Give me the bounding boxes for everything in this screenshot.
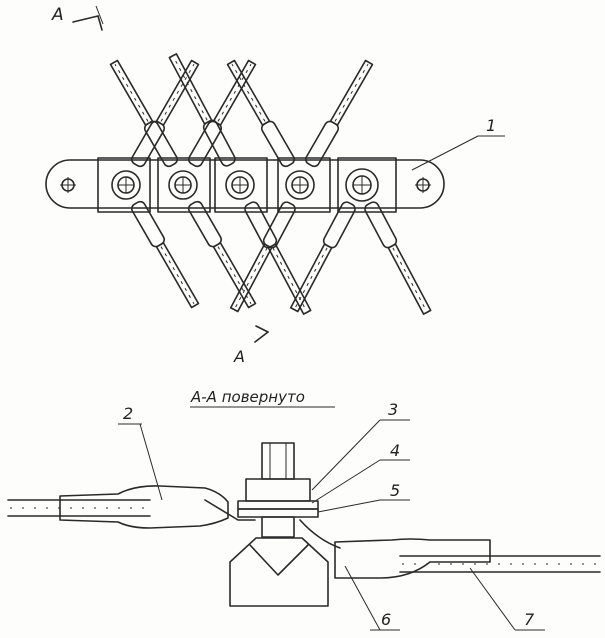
- callout-6: 6: [344, 565, 400, 631]
- screw-heads: [111, 168, 379, 202]
- left-wire: [7, 485, 256, 529]
- callout-6-label: 6: [381, 610, 391, 629]
- connector-sleeves: [109, 53, 432, 315]
- callout-1: 1: [411, 116, 505, 171]
- right-wire: [299, 519, 601, 579]
- callout-2-label: 2: [123, 404, 133, 423]
- section-mark-top-label: A: [51, 5, 64, 25]
- callout-5: 5: [317, 481, 410, 513]
- terminal-block: [45, 157, 445, 213]
- callout-7: 7: [469, 567, 545, 631]
- section-mark-bottom-label: A: [233, 347, 245, 366]
- callout-4-label: 4: [390, 441, 400, 460]
- section-mark-top: A: [51, 5, 104, 31]
- section-mark-bottom: A: [233, 325, 269, 366]
- callout-3-label: 3: [388, 400, 398, 419]
- callout-3: 3: [311, 400, 410, 491]
- callout-2: 2: [118, 404, 163, 501]
- section-title: А-А повернуто: [190, 388, 305, 406]
- callout-4: 4: [311, 441, 410, 504]
- callout-1-label: 1: [486, 116, 496, 135]
- insulating-base: [229, 537, 329, 607]
- terminal-bolt: [237, 442, 319, 538]
- callout-7-label: 7: [524, 610, 535, 629]
- callout-5-label: 5: [390, 481, 400, 500]
